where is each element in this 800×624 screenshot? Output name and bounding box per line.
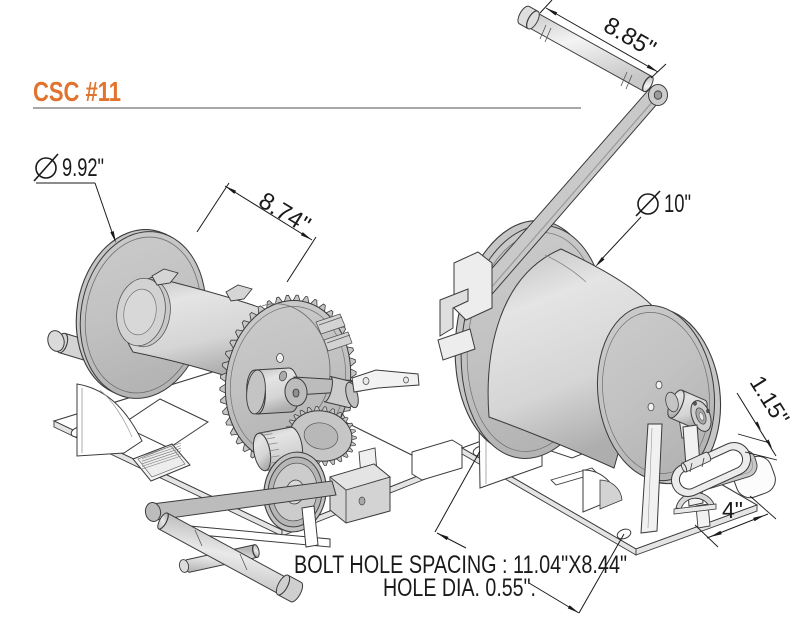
svg-text:9.92": 9.92" <box>62 154 104 182</box>
svg-text:BOLT HOLE SPACING : 11.04"X8.4: BOLT HOLE SPACING : 11.04"X8.44" <box>294 551 627 579</box>
svg-text:CSC #11: CSC #11 <box>33 76 121 107</box>
svg-text:10": 10" <box>664 190 691 218</box>
svg-text:4": 4" <box>722 497 743 523</box>
svg-text:HOLE DIA. 0.55".: HOLE DIA. 0.55". <box>383 574 536 602</box>
